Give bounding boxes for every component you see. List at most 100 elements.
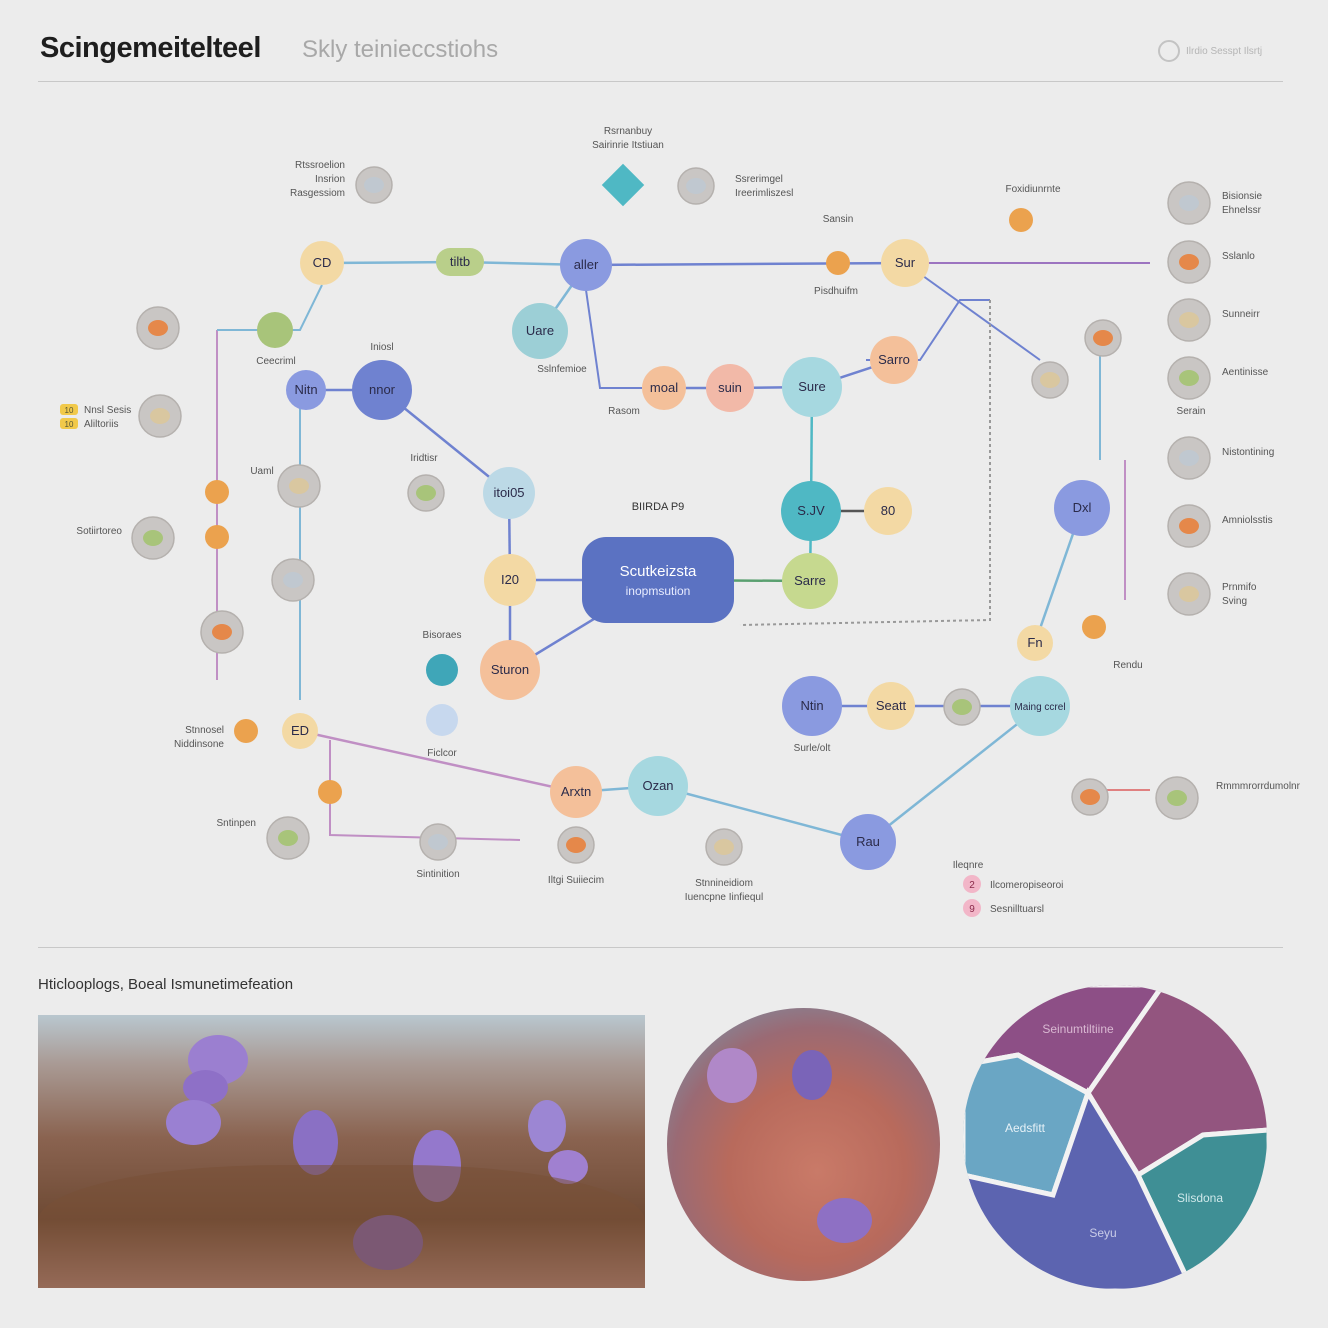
annotation-label: Stnnosel xyxy=(185,725,224,736)
connector-line xyxy=(904,262,1041,361)
node-fn[interactable]: Fn xyxy=(1017,625,1053,661)
node-tiltb[interactable]: tiltb xyxy=(436,248,484,276)
node-cd[interactable]: CD xyxy=(300,241,344,285)
annotation-label: Sving xyxy=(1222,596,1247,607)
brand-text: Ilrdio Sesspt Ilsrtj xyxy=(1186,45,1263,57)
node-label: moal xyxy=(650,380,678,395)
diamond-icon xyxy=(601,163,645,207)
node-label: Dxl xyxy=(1073,500,1092,515)
mini-legend-number: 10 xyxy=(65,406,74,415)
annotation-label: Ehnelssr xyxy=(1222,205,1262,216)
node-suin[interactable]: suin xyxy=(706,364,754,412)
teal-sphere-icon xyxy=(426,654,458,686)
annotation-label: Bisoraes xyxy=(423,630,462,641)
annotation-label: Nistontining xyxy=(1222,447,1274,458)
annotation-label: Insrion xyxy=(315,174,345,185)
node-label: ED xyxy=(291,723,309,738)
orange-dot-icon xyxy=(826,251,850,275)
node-label: Nitn xyxy=(294,382,317,397)
cell-illustration-icon xyxy=(1167,298,1211,342)
node-label: Fn xyxy=(1027,635,1042,650)
node-rau[interactable]: Rau xyxy=(840,814,896,870)
node-sarre[interactable]: Sarre xyxy=(782,553,838,609)
node-ntin[interactable]: Ntin xyxy=(782,676,842,736)
annotation-label: Rtssroelion xyxy=(295,160,345,171)
annotation-label: Ceecriml xyxy=(256,356,295,367)
central-node-subtitle: inopmsution xyxy=(626,584,691,598)
node-uare[interactable]: Uare xyxy=(512,303,568,359)
node-label: suin xyxy=(718,380,742,395)
node-ed[interactable]: ED xyxy=(282,713,318,749)
connector-line xyxy=(739,300,991,626)
node-label: Seatt xyxy=(876,698,907,713)
node-dxl[interactable]: Dxl xyxy=(1054,480,1110,536)
cell-illustration-icon xyxy=(407,474,445,512)
node-itoi05[interactable]: itoi05 xyxy=(483,467,535,519)
node-i20[interactable]: I20 xyxy=(484,554,536,606)
annotation-label: Niddinsone xyxy=(174,739,224,750)
cell-illustration-icon xyxy=(136,306,180,350)
annotation-label: Ficlcor xyxy=(427,748,457,759)
node-moal[interactable]: moal xyxy=(642,366,686,410)
node-arxtn[interactable]: Arxtn xyxy=(550,766,602,818)
edge-ed-arxtn xyxy=(299,729,577,794)
node-maing[interactable]: Maing ccrel xyxy=(1010,676,1070,736)
node-label: Sarro xyxy=(878,352,910,367)
node-sarro[interactable]: Sarro xyxy=(870,336,918,384)
annotation-label: Sairinrie Itstiuan xyxy=(592,140,664,151)
connector-line xyxy=(329,740,521,841)
annotation-label: Rendu xyxy=(1113,660,1142,671)
cell-illustration-icon xyxy=(943,688,981,726)
node-ozan[interactable]: Ozan xyxy=(628,756,688,816)
connector-line xyxy=(585,289,642,389)
legend-text: Sesnilltuarsl xyxy=(990,904,1044,915)
node-sjv[interactable]: S.JV xyxy=(781,481,841,541)
gallery-heading: Hticlooplogs, Boeal Ismunetimefeation xyxy=(38,976,294,993)
node-nnor[interactable]: nnor xyxy=(352,360,412,420)
node-sur[interactable]: Sur xyxy=(881,239,929,287)
header-divider xyxy=(38,81,1283,82)
cell-illustration-icon xyxy=(1071,778,1109,816)
annotation-label: Uaml xyxy=(250,466,273,477)
annotation-label: Iltgi Suiiecim xyxy=(548,875,604,886)
node-label: tiltb xyxy=(450,254,470,269)
node-sturon[interactable]: Sturon xyxy=(480,640,540,700)
segment-label: Aedsfitt xyxy=(1005,1121,1046,1135)
microscopy-circle-photo xyxy=(667,1008,940,1281)
edge-ozan-rau xyxy=(657,784,869,844)
node-aller[interactable]: aller xyxy=(560,239,612,291)
orange-dot-icon xyxy=(318,780,342,804)
node-label: aller xyxy=(574,257,599,272)
cell-illustration-icon xyxy=(1167,356,1211,400)
node-label: Rau xyxy=(856,834,880,849)
annotation-label: Sunneirr xyxy=(1222,309,1260,320)
tissue-segmentation-chart: Seinumtiltiine Aedsfitt Slisdona Seyu xyxy=(963,985,1267,1289)
node-label: Ntin xyxy=(800,698,823,713)
node-nitn[interactable]: Nitn xyxy=(286,370,326,410)
cell-illustration-icon xyxy=(200,610,244,654)
node-label: Sur xyxy=(895,255,916,270)
segment-bottom xyxy=(963,1087,1197,1289)
central-node-title: Scutkeizsta xyxy=(620,563,697,580)
microscopy-photo xyxy=(38,1015,645,1288)
orange-dot-icon xyxy=(1082,615,1106,639)
annotation-label: Ssrerimgel xyxy=(735,174,783,185)
annotation-label: Iridtisr xyxy=(410,453,438,464)
node-n80[interactable]: 80 xyxy=(864,487,912,535)
annotation-label: Prnmifo xyxy=(1222,582,1257,593)
annotation-label: Sntinpen xyxy=(217,818,256,829)
node-label: Arxtn xyxy=(561,784,591,799)
brand: Ilrdio Sesspt Ilsrtj xyxy=(1158,40,1262,62)
cell-illustration-icon xyxy=(1031,361,1069,399)
segment-label: Seyu xyxy=(1089,1226,1116,1240)
orange-dot-icon xyxy=(205,480,229,504)
annotation-label: Bisionsie xyxy=(1222,191,1262,202)
central-node[interactable]: Scutkeizsta inopmsution xyxy=(582,537,734,623)
node-seatt[interactable]: Seatt xyxy=(867,682,915,730)
node-sure[interactable]: Sure xyxy=(782,357,842,417)
orange-dot-icon xyxy=(234,719,258,743)
cell-illustration-icon xyxy=(677,167,715,205)
page-subtitle: Skly teinieccstiohs xyxy=(302,36,499,63)
